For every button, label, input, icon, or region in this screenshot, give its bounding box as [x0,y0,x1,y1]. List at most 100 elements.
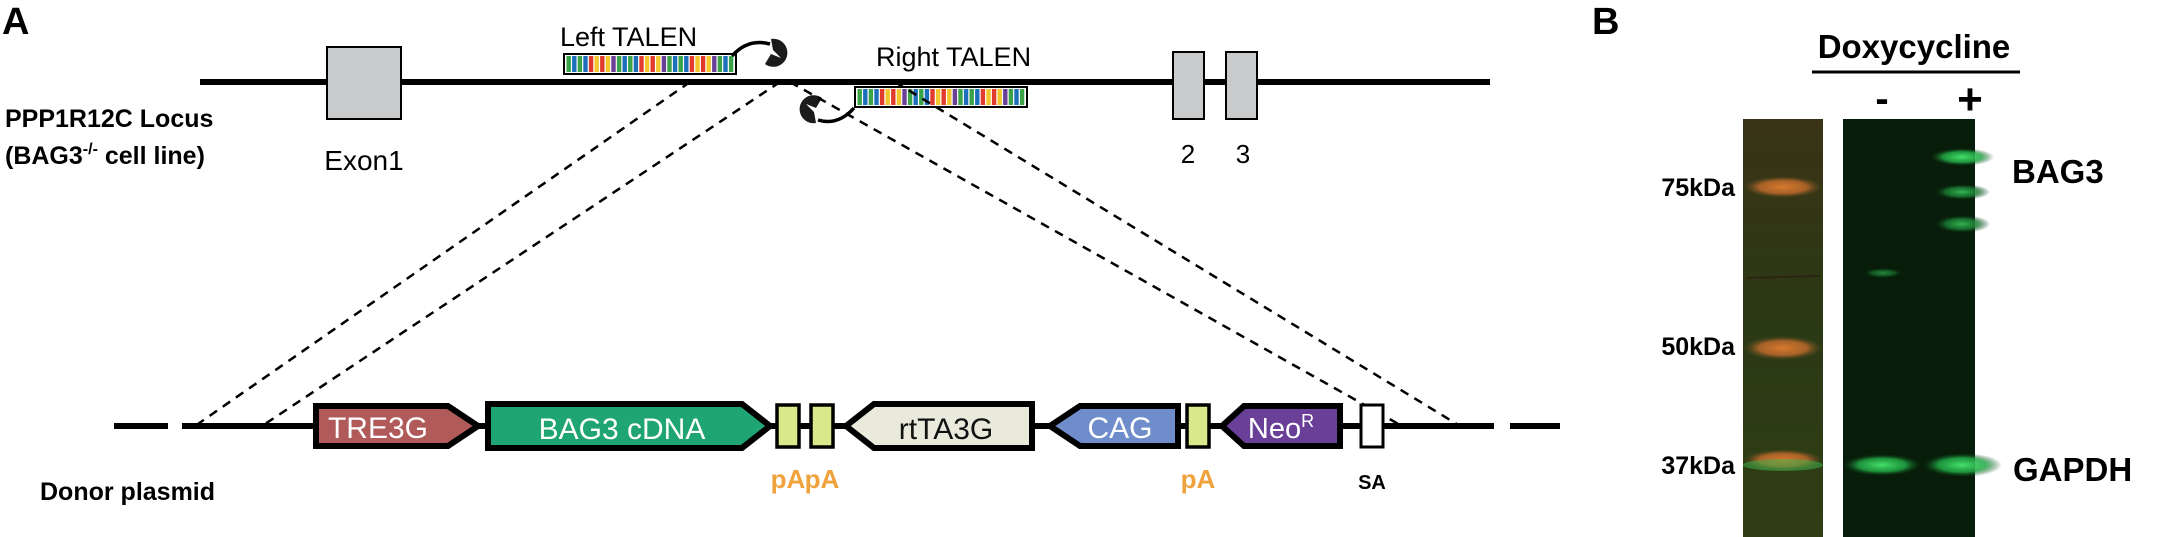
pa2-label: pA [805,464,840,494]
talen-repeat [633,56,639,72]
talen-repeat [874,89,879,105]
doxycycline-title: Doxycycline [1818,28,2011,65]
talen-repeat [868,89,874,105]
talen-repeat [611,56,616,72]
talen-repeat [723,56,728,72]
talen-repeat [644,56,650,72]
talen-repeat [661,56,667,72]
talen-repeat [656,56,661,72]
talen-repeat [902,89,907,105]
plus-lane-bag3-band-2 [1934,184,1990,200]
talen-repeat [566,56,571,72]
talen-repeat [695,56,700,72]
talen-repeat [594,56,599,72]
ladder-band-50 [1743,336,1823,360]
ladder-streak [1745,275,1821,279]
talen-repeat [958,89,963,105]
bag3-cdna-label: BAG3 cDNA [539,413,706,446]
talen-repeat [689,56,695,72]
talen-repeat [941,89,946,105]
locus-label-line2b: cell line) [98,142,205,170]
ladder-band-75 [1743,176,1823,198]
exon1-label: Exon1 [324,145,403,176]
talen-repeat [628,56,633,72]
talen-repeat [616,56,622,72]
talen-repeat [930,89,935,105]
gapdh-band-label: GAPDH [2013,451,2132,488]
right-fok1-icon [799,95,822,124]
talen-repeat [891,89,896,105]
talen-repeat [969,89,974,105]
lane-minus-label: - [1875,77,1888,121]
mw-37-label: 37kDa [1661,452,1736,480]
talen-repeat [896,89,902,105]
talen-repeat [577,56,583,72]
locus-label-line2a: (BAG3 [5,142,83,170]
left-talen-label: Left TALEN [560,22,697,52]
talen-repeat [1003,89,1008,105]
pa3-element [1185,403,1211,449]
cag-label: CAG [1087,412,1152,445]
bag3-cdna-element [485,401,775,451]
neo-label: NeoR [1248,411,1314,445]
talen-repeat [700,56,706,72]
locus-label: PPP1R12C Locus [5,105,213,133]
pa2-element [809,403,835,449]
cag-element [1044,403,1181,449]
panel-a-label: A [2,1,29,43]
talen-repeat [980,89,986,105]
locus-label-2: (BAG3-/- cell line) [5,141,205,170]
neo-element [1217,403,1343,449]
talen-repeat [678,56,683,72]
panel-b-label: B [1592,1,1619,43]
locus-label-line1: PPP1R12C Locus [5,105,213,133]
exon3-box [1225,51,1258,120]
left-fok1-icon [765,38,788,67]
plus-lane-bag3-band-1 [1930,148,1994,166]
mw-50-label: 50kDa [1661,333,1736,361]
talen-repeat [935,89,941,105]
minus-lane-faint-band [1863,268,1903,278]
right-talen-linker [817,106,856,124]
lane-plus-label: + [1957,75,1983,124]
neo-label-sup: R [1301,411,1314,431]
talen-repeat [924,89,930,105]
talen-repeat [1014,89,1019,105]
talen-repeat [650,56,655,72]
talen-repeat [672,56,678,72]
talen-repeat [712,56,717,72]
donor-plasmid-label: Donor plasmid [40,478,215,506]
right-talen-array [854,86,1028,108]
homology-lines [194,80,1461,428]
talen-repeat [986,89,991,105]
talen-repeat [1019,89,1025,105]
talen-repeat [907,89,913,105]
rtta3g-element [841,401,1035,451]
talen-repeat [600,56,605,72]
left-talen-linker [730,40,771,58]
pa3-label: pA [1181,464,1216,494]
talen-repeat [684,56,689,72]
sa-element [1359,403,1385,449]
talen-repeat [605,56,611,72]
talen-repeat [622,56,627,72]
exon2-label: 2 [1181,139,1195,169]
talen-repeat [706,56,711,72]
talen-repeat [863,89,868,105]
talen-repeat [952,89,958,105]
talen-repeat [1008,89,1014,105]
ladder-band-37-green [1743,459,1823,471]
pa1-element [775,403,801,449]
talen-repeat [885,89,890,105]
panel-a: A Exon1 2 3 PPP1R12C Locus (BAG3-/- cell… [2,1,1560,506]
exon1-box [326,46,402,120]
plus-lane-bag3-band-3 [1934,215,1990,233]
bag3-band-label: BAG3 [2012,153,2104,190]
talen-repeat [963,89,969,105]
talen-repeat [717,56,723,72]
locus-label-sup: -/- [83,141,98,158]
talen-repeat [997,89,1002,105]
tre3g-label: TRE3G [328,412,428,445]
mw-75-label: 75kDa [1661,174,1736,202]
